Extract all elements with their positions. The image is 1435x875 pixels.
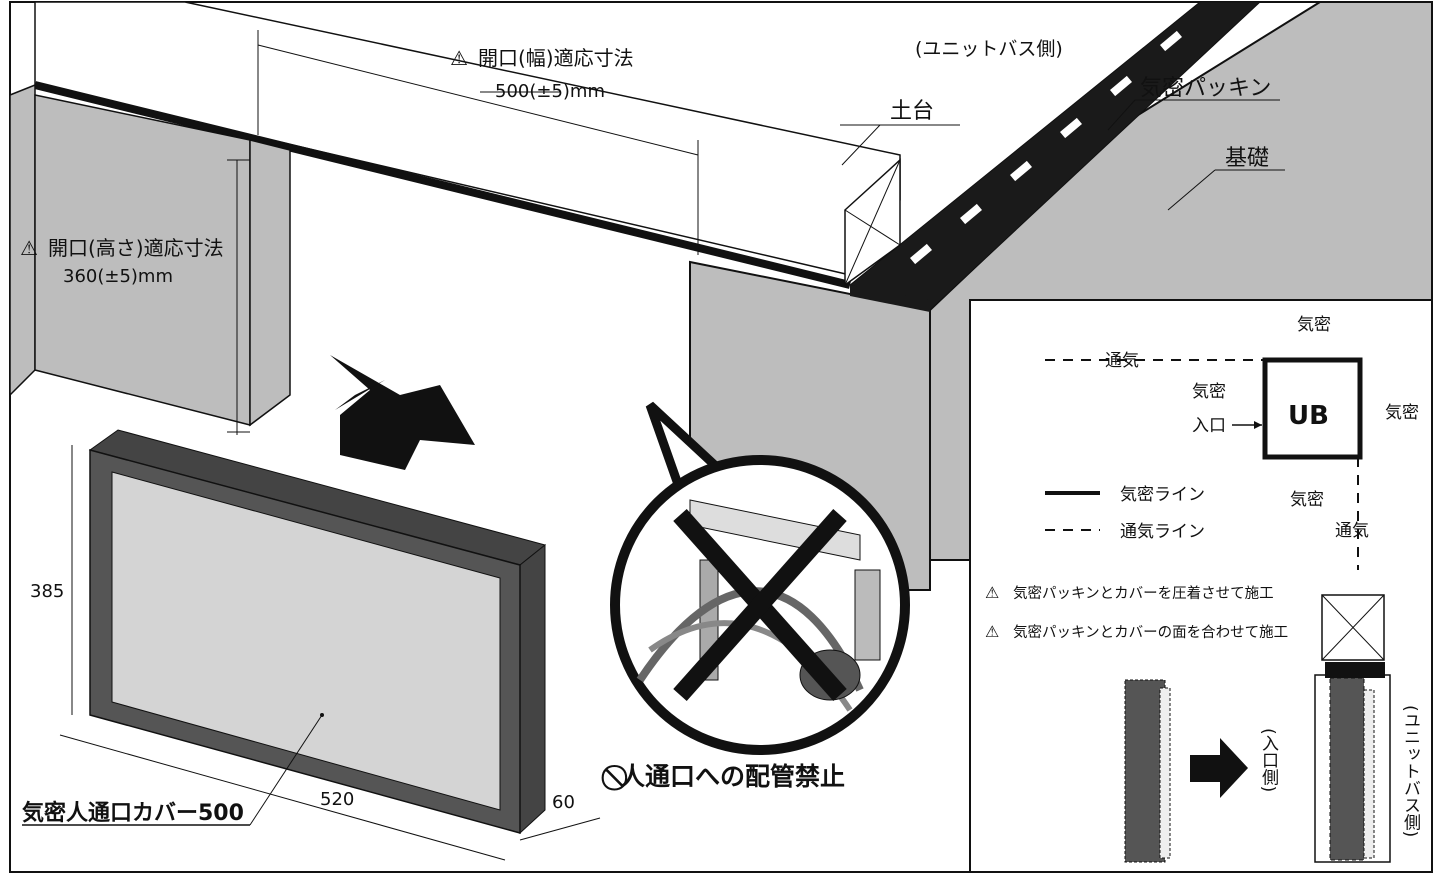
warning-icon: ⚠ — [450, 46, 468, 70]
dimension-385: 385 — [30, 581, 64, 602]
legend-ventilation-line: 通気ライン — [1120, 522, 1205, 542]
dimension-lines — [59, 30, 1285, 861]
entrance-side-label: (入口側) — [1258, 728, 1279, 792]
airtight-label-left: 気密 — [1192, 382, 1226, 402]
height-value: 360(±5)mm — [63, 266, 173, 287]
inset-plan-diagram — [1045, 357, 1363, 570]
warning-icon: ⚠ — [985, 622, 999, 641]
inset-section-drawing — [1124, 594, 1391, 863]
sill-label: 土台 — [890, 99, 934, 124]
legend-airtight-line: 気密ライン — [1120, 485, 1205, 505]
foundation-label: 基礎 — [1225, 146, 1269, 171]
note-press-fit: 気密パッキンとカバーを圧着させて施工 — [1013, 585, 1274, 602]
height-title: 開口(高さ)適応寸法 — [48, 236, 224, 260]
ventilation-label-2: 通気 — [1335, 521, 1369, 541]
warning-icon: ⚠ — [985, 583, 999, 602]
no-piping-bubble — [610, 401, 910, 755]
airtight-cover — [22, 429, 547, 835]
airtight-label-top: 気密 — [1297, 315, 1331, 335]
dimension-520: 520 — [320, 789, 354, 810]
ventilation-label-1: 通気 — [1105, 351, 1139, 371]
unit-bath-side-vertical: (ユニットバス側) — [1400, 705, 1421, 837]
airtight-label-right: 気密 — [1385, 403, 1419, 423]
left-foundation-pillar — [9, 83, 291, 427]
note-flush-fit: 気密パッキンとカバーの面を合わせて施工 — [1013, 624, 1288, 641]
width-value: 500(±5)mm — [495, 81, 605, 102]
insert-arrow — [330, 355, 475, 470]
dimension-60: 60 — [552, 792, 575, 813]
no-piping-caption: ⃠人通口への配管禁止 — [601, 762, 845, 791]
ub-label: UB — [1288, 401, 1329, 431]
airtight-label-bottom: 気密 — [1290, 490, 1324, 510]
unit-bath-side-label: (ユニットバス側) — [915, 38, 1063, 60]
entrance-label: 入口 — [1192, 416, 1226, 436]
airtight-packing-strip — [848, 1, 1262, 312]
airtight-packing-label: 気密パッキン — [1140, 76, 1271, 101]
width-title: 開口(幅)適応寸法 — [478, 46, 634, 70]
warning-icon: ⚠ — [20, 236, 38, 260]
product-name: 気密人通口カバー500 — [22, 800, 244, 826]
